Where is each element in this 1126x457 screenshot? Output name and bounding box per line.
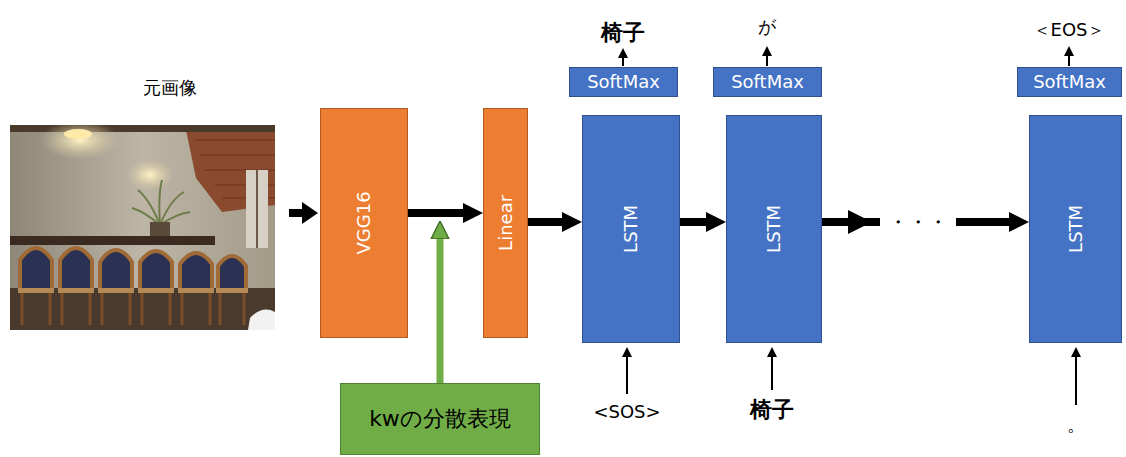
input-word: 。	[1067, 415, 1085, 435]
photo-arrow	[289, 202, 318, 224]
drawing-part	[20, 248, 246, 292]
drawing-part	[20, 248, 52, 292]
drawing-part	[209, 292, 212, 325]
drawing-part	[626, 357, 628, 394]
softmax-box: SoftMax	[713, 67, 822, 97]
drawing-part	[129, 292, 132, 325]
drawing-part	[61, 292, 64, 325]
drawing-part	[181, 292, 184, 325]
box-label: SoftMax	[587, 72, 660, 92]
room-photo	[10, 125, 275, 330]
drawing-part	[49, 292, 52, 325]
drawing-part	[10, 288, 275, 330]
drawing-part	[180, 253, 212, 292]
cnn-box: VGG16	[320, 108, 408, 338]
drawing-part	[10, 125, 275, 330]
flow-arrow	[680, 218, 706, 226]
box-label: Linear	[496, 195, 516, 251]
drawing-part	[219, 292, 222, 325]
drawing-part	[126, 159, 174, 191]
drawing-part	[138, 190, 160, 225]
flow-arrow	[528, 218, 562, 226]
drawing-part	[195, 140, 275, 141]
drawing-part	[100, 250, 132, 292]
output-arrows	[623, 56, 1069, 66]
softmax-box: SoftMax	[1017, 67, 1122, 97]
output-word: が	[758, 17, 776, 37]
linear-box: Linear	[483, 108, 528, 338]
drawing-part	[21, 292, 24, 325]
drawing-part	[18, 288, 248, 293]
drawing-part	[622, 58, 624, 66]
drawing-part	[178, 288, 214, 293]
drawing-part	[766, 56, 768, 66]
embedding-box: kwの分散表現	[340, 383, 540, 455]
softmax-box: SoftMax	[569, 67, 678, 97]
input-word: <SOS>	[593, 402, 660, 422]
box-label: kwの分散表現	[369, 407, 511, 431]
input-arrow	[437, 239, 444, 383]
drawing-part	[141, 292, 144, 325]
drawing-part	[40, 125, 120, 160]
drawing-part	[98, 288, 134, 293]
drawing-part	[58, 288, 94, 293]
box-label: VGG16	[354, 191, 374, 254]
input-arrows	[627, 357, 1076, 405]
drawing-part	[216, 288, 248, 293]
drawing-part	[256, 170, 258, 248]
box-label: LSTM	[1066, 205, 1086, 253]
box-label: SoftMax	[731, 72, 804, 92]
lstm-box: LSTM	[726, 115, 822, 343]
drawing-part	[302, 202, 318, 224]
drawing-part	[248, 310, 275, 330]
drawing-part	[771, 357, 773, 390]
flow-arrow	[408, 209, 463, 217]
drawing-part	[22, 292, 244, 325]
input-word: 椅子	[750, 398, 794, 422]
lstm-box: LSTM	[582, 115, 680, 343]
drawing-part	[18, 288, 54, 293]
drawing-part	[140, 251, 172, 292]
box-label: SoftMax	[1033, 72, 1106, 92]
ellipsis: ・・・	[880, 209, 956, 235]
drawing-part	[1075, 357, 1077, 405]
box-label: LSTM	[764, 205, 784, 253]
drawing-part	[169, 292, 172, 325]
drawing-part	[246, 170, 268, 248]
drawing-part	[289, 209, 302, 217]
output-word: ＜EOS＞	[1033, 20, 1106, 40]
drawing-part	[159, 180, 162, 225]
image-label: 元画像	[143, 78, 197, 98]
drawing-part	[60, 248, 92, 292]
output-word: 椅子	[601, 21, 645, 45]
drawing-part	[64, 129, 92, 139]
drawing-part	[101, 292, 104, 325]
drawing-part	[218, 256, 246, 292]
drawing-part	[243, 292, 246, 325]
box-label: LSTM	[621, 205, 641, 253]
drawing-part	[89, 292, 92, 325]
drawing-part	[200, 155, 275, 156]
drawing-part	[1068, 56, 1070, 66]
drawing-part	[138, 288, 174, 293]
drawing-part	[150, 222, 170, 236]
drawing-part	[160, 192, 184, 225]
drawing-part	[10, 236, 215, 245]
lstm-box: LSTM	[1029, 115, 1122, 343]
drawing-part	[132, 180, 190, 225]
